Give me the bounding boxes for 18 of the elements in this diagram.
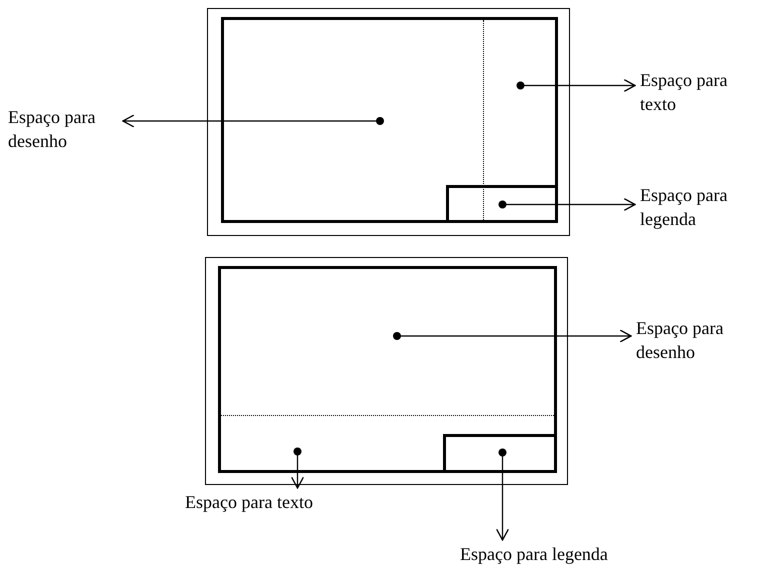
title-block bbox=[446, 184, 558, 222]
leader-line bbox=[290, 448, 304, 489]
sheet-border bbox=[207, 8, 570, 236]
leader-line bbox=[393, 329, 632, 343]
title-block bbox=[442, 434, 556, 472]
callout-label: Espaço para texto bbox=[640, 68, 760, 116]
drawing-frame bbox=[218, 266, 556, 472]
callout-label: Espaço para legenda bbox=[460, 542, 640, 566]
callout-label: Espaço para desenho bbox=[8, 105, 118, 153]
leader-line bbox=[498, 198, 636, 212]
sheet-border bbox=[205, 257, 568, 485]
drawing-frame bbox=[220, 16, 558, 222]
leader-line bbox=[122, 114, 384, 128]
leader-line bbox=[516, 78, 636, 92]
callout-label: Espaço para desenho bbox=[636, 316, 756, 364]
leader-line bbox=[496, 448, 510, 541]
callout-label: Espaço para legenda bbox=[640, 183, 760, 231]
callout-label: Espaço para texto bbox=[185, 490, 345, 514]
